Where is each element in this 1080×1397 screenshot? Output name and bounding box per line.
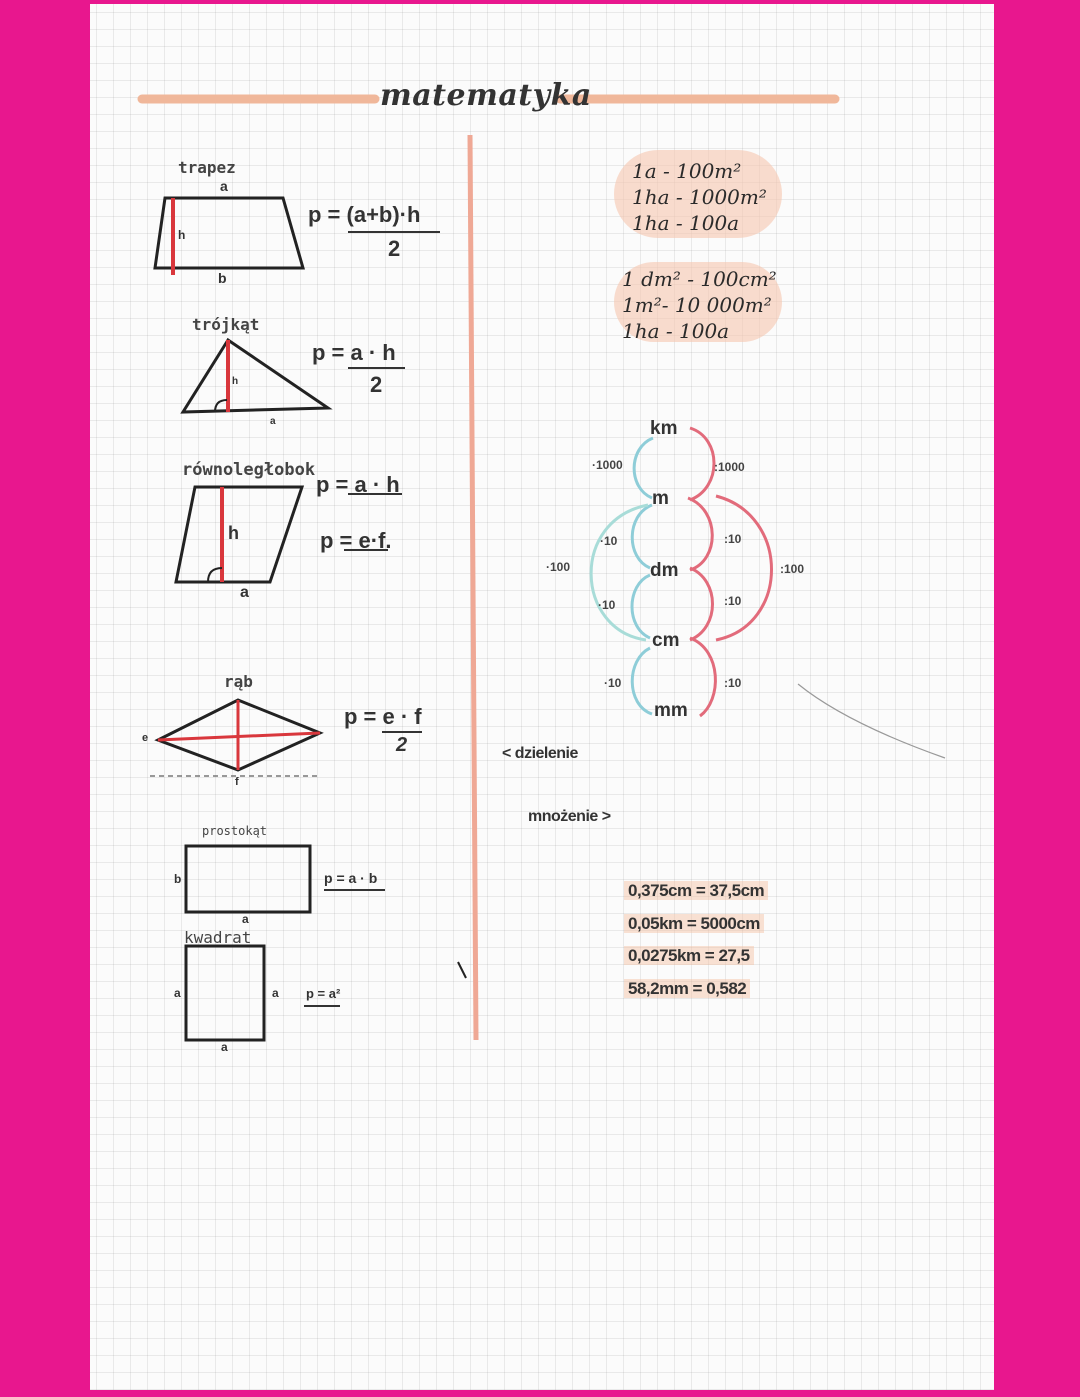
example-text: 0,0275km = 27,5 bbox=[624, 946, 754, 965]
parallelogram-base-label: a bbox=[240, 584, 249, 601]
multiply-dm-cm: ·10 bbox=[598, 598, 616, 612]
parallelogram-right-angle bbox=[207, 567, 223, 583]
area-units-list-2: 1 dm² - 100cm² 1m²- 10 000m² 1ha - 100a bbox=[622, 266, 777, 344]
divide-m-dm: :10 bbox=[724, 532, 742, 546]
parallelogram-formula-2: p = e·f. bbox=[320, 528, 392, 553]
triangle-height-label: h bbox=[232, 376, 239, 387]
triangle-shape bbox=[180, 337, 333, 414]
divide-m-cm: :100 bbox=[780, 562, 805, 576]
page-divider bbox=[467, 134, 479, 1041]
arc-m-dm-multiply bbox=[630, 503, 653, 570]
rectangle-formula: p = a · b bbox=[324, 870, 378, 886]
parallelogram-height-label: h bbox=[228, 523, 239, 543]
rhombus-diagonal-f-label: f bbox=[235, 776, 239, 788]
arc-km-m-multiply bbox=[632, 436, 654, 500]
unit-km: km bbox=[650, 418, 678, 439]
rhombus-label: rąb bbox=[224, 672, 253, 691]
trapezoid-label: trapez bbox=[178, 158, 236, 177]
arc-km-m-divide bbox=[689, 426, 716, 502]
divide-dm-cm: :10 bbox=[724, 594, 742, 608]
square-side-right: a bbox=[272, 986, 279, 1000]
example-row: 0,05km = 5000cm bbox=[624, 914, 764, 934]
parallelogram-formula-1: p = a · h bbox=[316, 472, 400, 497]
triangle-formula-numerator: p = a · h bbox=[312, 340, 396, 365]
parallelogram-shape bbox=[174, 485, 305, 584]
square-shape bbox=[184, 944, 266, 1042]
multiply-km-m: ·1000 bbox=[592, 458, 623, 472]
rhombus-diagonal-e-label: e bbox=[142, 732, 149, 744]
scratch-line bbox=[797, 683, 946, 759]
legend-divide: < dzielenie bbox=[502, 745, 578, 762]
area-unit-row: 1ha - 100a bbox=[632, 211, 740, 235]
divide-cm-mm: :10 bbox=[724, 676, 742, 690]
example-text: 0,05km = 5000cm bbox=[624, 914, 764, 933]
example-text: 58,2mm = 0,582 bbox=[624, 979, 751, 998]
trapezoid-shape bbox=[153, 196, 305, 270]
area-units-box-1 bbox=[614, 150, 782, 238]
trapezoid-formula-denominator: 2 bbox=[388, 236, 401, 261]
rectangle-label: prostokąt bbox=[202, 824, 268, 838]
square-label: kwadrat bbox=[184, 928, 252, 947]
unit-m: m bbox=[652, 488, 669, 509]
page-title: matematyka bbox=[380, 78, 592, 113]
legend-multiply: mnożenie > bbox=[528, 808, 611, 825]
area-unit-row: 1 dm² - 100cm² bbox=[622, 267, 777, 291]
triangle-formula-denominator: 2 bbox=[370, 372, 383, 397]
area-units-box-2 bbox=[614, 262, 782, 342]
unit-mm: mm bbox=[654, 700, 688, 721]
square-formula: p = a² bbox=[306, 986, 341, 1001]
rectangle-shape bbox=[184, 844, 312, 914]
rectangle-side-b: b bbox=[174, 872, 182, 886]
arc-m-dm-divide bbox=[687, 496, 714, 572]
triangle-right-angle bbox=[214, 399, 228, 413]
square-side-left: a bbox=[174, 986, 181, 1000]
rectangle-side-a: a bbox=[242, 912, 249, 926]
square-side-bottom: a bbox=[221, 1040, 228, 1054]
arc-dm-cm-multiply bbox=[630, 573, 651, 640]
unit-dm: dm bbox=[650, 560, 679, 581]
area-unit-row: 1a - 100m² bbox=[632, 159, 742, 183]
area-unit-row: 1m²- 10 000m² bbox=[622, 293, 772, 317]
unit-cm: cm bbox=[652, 630, 680, 651]
area-units-list-1: 1a - 100m² 1ha - 1000m² 1ha - 100a bbox=[632, 158, 767, 236]
area-unit-row: 1ha - 1000m² bbox=[632, 185, 767, 209]
example-row: 0,0275km = 27,5 bbox=[624, 946, 754, 966]
trapezoid-side-b: b bbox=[218, 270, 227, 286]
arc-m-cm-multiply bbox=[589, 503, 649, 642]
rhombus-formula-numerator: p = e · f bbox=[344, 704, 422, 729]
example-row: 58,2mm = 0,582 bbox=[624, 979, 751, 999]
triangle-base-label: a bbox=[270, 416, 276, 427]
area-unit-row: 1ha - 100a bbox=[622, 319, 730, 343]
rhombus-formula-denominator: 2 bbox=[396, 734, 408, 756]
pen-mark bbox=[457, 961, 467, 979]
divide-km-m: :1000 bbox=[714, 460, 745, 474]
trapezoid-formula-numerator: p = (a+b)·h bbox=[308, 202, 421, 227]
parallelogram-label: równoległobok bbox=[182, 460, 316, 480]
arc-cm-mm-divide bbox=[689, 636, 717, 718]
example-text: 0,375cm = 37,5cm bbox=[624, 881, 769, 900]
multiply-m-dm: ·10 bbox=[600, 534, 618, 548]
triangle-label: trójkąt bbox=[192, 315, 260, 334]
arc-m-cm-divide bbox=[715, 494, 773, 642]
arc-cm-mm-multiply bbox=[630, 646, 653, 716]
notebook-page bbox=[90, 4, 994, 1390]
example-row: 0,375cm = 37,5cm bbox=[624, 881, 769, 901]
multiply-m-cm: ·100 bbox=[546, 560, 571, 574]
trapezoid-side-a: a bbox=[220, 178, 228, 194]
multiply-cm-mm: ·10 bbox=[604, 676, 622, 690]
trapezoid-height-label: h bbox=[178, 228, 186, 242]
arc-dm-cm-divide bbox=[689, 566, 714, 642]
